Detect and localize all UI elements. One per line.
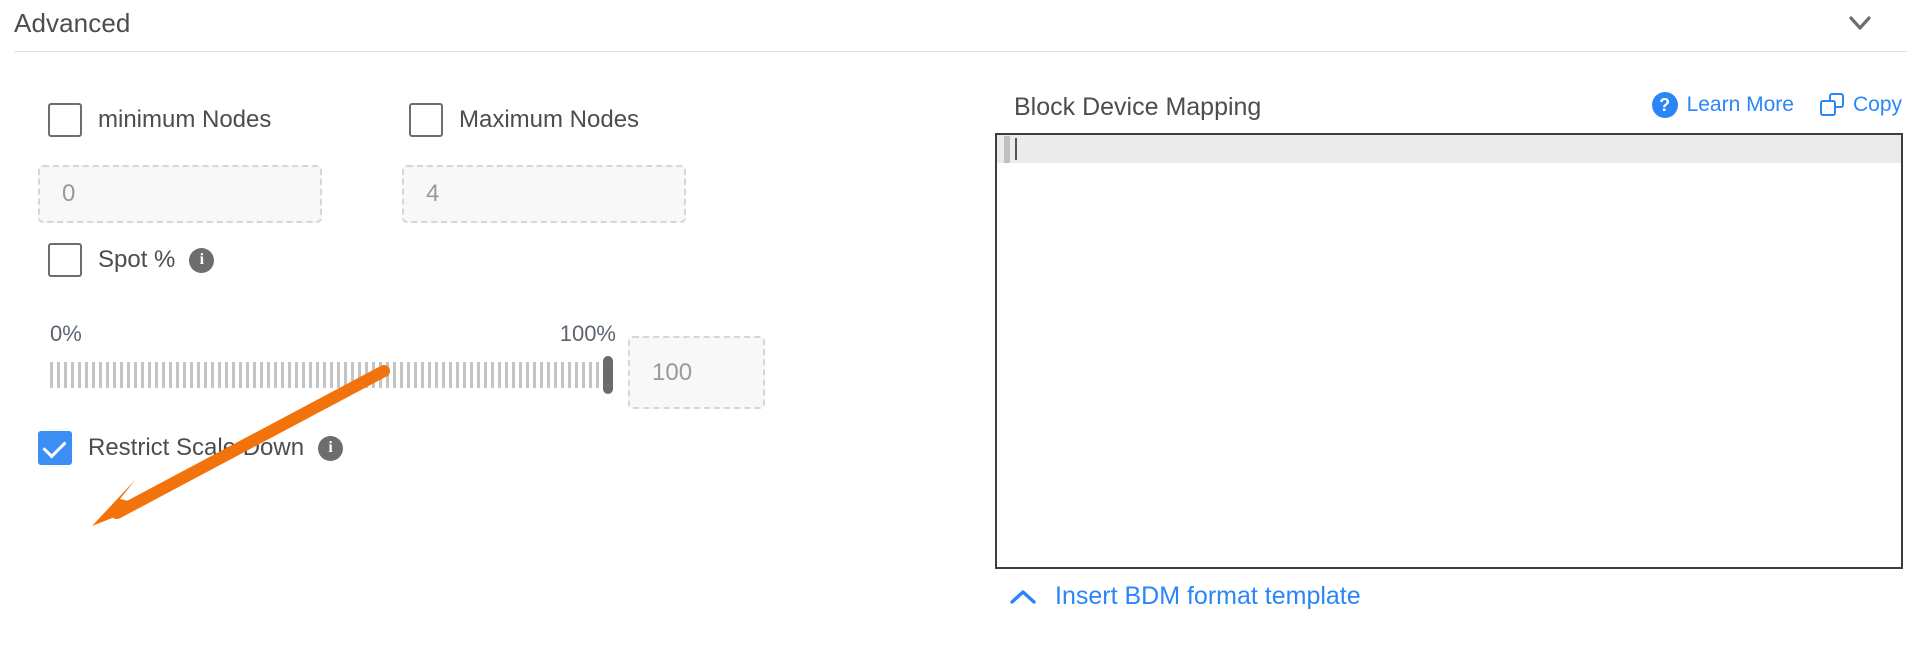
minimum-nodes-row: minimum Nodes [48,103,271,137]
restrict-scale-down-checkbox[interactable] [38,431,72,465]
maximum-nodes-row: Maximum Nodes [409,103,639,137]
editor-gutter-marker [1004,136,1010,163]
copy-button[interactable]: Copy [1819,93,1902,117]
advanced-left-column: minimum Nodes 0 Maximum Nodes 4 Spot % i… [0,51,960,656]
slider-max-label: 100% [559,321,616,346]
editor-caret [1015,138,1017,160]
maximum-nodes-input[interactable]: 4 [402,165,686,223]
info-icon[interactable]: i [189,247,215,273]
header-divider [14,51,1907,52]
insert-bdm-format-template-button[interactable]: Insert BDM format template [1008,582,1361,611]
maximum-nodes-checkbox[interactable] [409,103,443,137]
slider-min-label: 0% [50,321,82,346]
advanced-section-header: Advanced [0,0,1920,51]
minimum-nodes-input[interactable]: 0 [38,165,322,223]
chevron-up-icon [1008,587,1038,607]
spot-percent-slider[interactable]: 0% 100% [50,321,616,394]
spot-percent-value-input[interactable]: 100 [628,336,765,409]
learn-more-label: Learn More [1686,93,1794,116]
maximum-nodes-label: Maximum Nodes [459,106,640,133]
chevron-down-icon[interactable] [1842,8,1878,38]
block-device-mapping-editor[interactable] [995,133,1903,569]
spot-percent-row: Spot % i [48,243,215,277]
minimum-nodes-label: minimum Nodes [98,106,272,133]
spot-percent-checkbox[interactable] [48,243,82,277]
slider-handle[interactable] [603,356,613,394]
spot-percent-label: Spot % [98,246,176,273]
bdm-actions: ? Learn More Copy [1651,92,1902,118]
restrict-scale-down-row: Restrict Scale Down i [38,431,344,465]
minimum-nodes-checkbox[interactable] [48,103,82,137]
copy-label: Copy [1852,93,1902,116]
question-circle-icon: ? [1651,92,1678,118]
insert-bdm-format-template-label: Insert BDM format template [1055,582,1361,610]
info-icon[interactable]: i [318,435,344,461]
editor-active-line [997,135,1901,163]
learn-more-button[interactable]: ? Learn More [1651,92,1794,118]
copy-icon [1819,93,1844,117]
slider-track[interactable] [50,362,612,388]
block-device-mapping-panel: Block Device Mapping ? Learn More Copy I… [960,51,1920,656]
restrict-scale-down-label: Restrict Scale Down [88,434,305,461]
page-title: Advanced [14,8,131,38]
block-device-mapping-title: Block Device Mapping [1014,93,1262,121]
